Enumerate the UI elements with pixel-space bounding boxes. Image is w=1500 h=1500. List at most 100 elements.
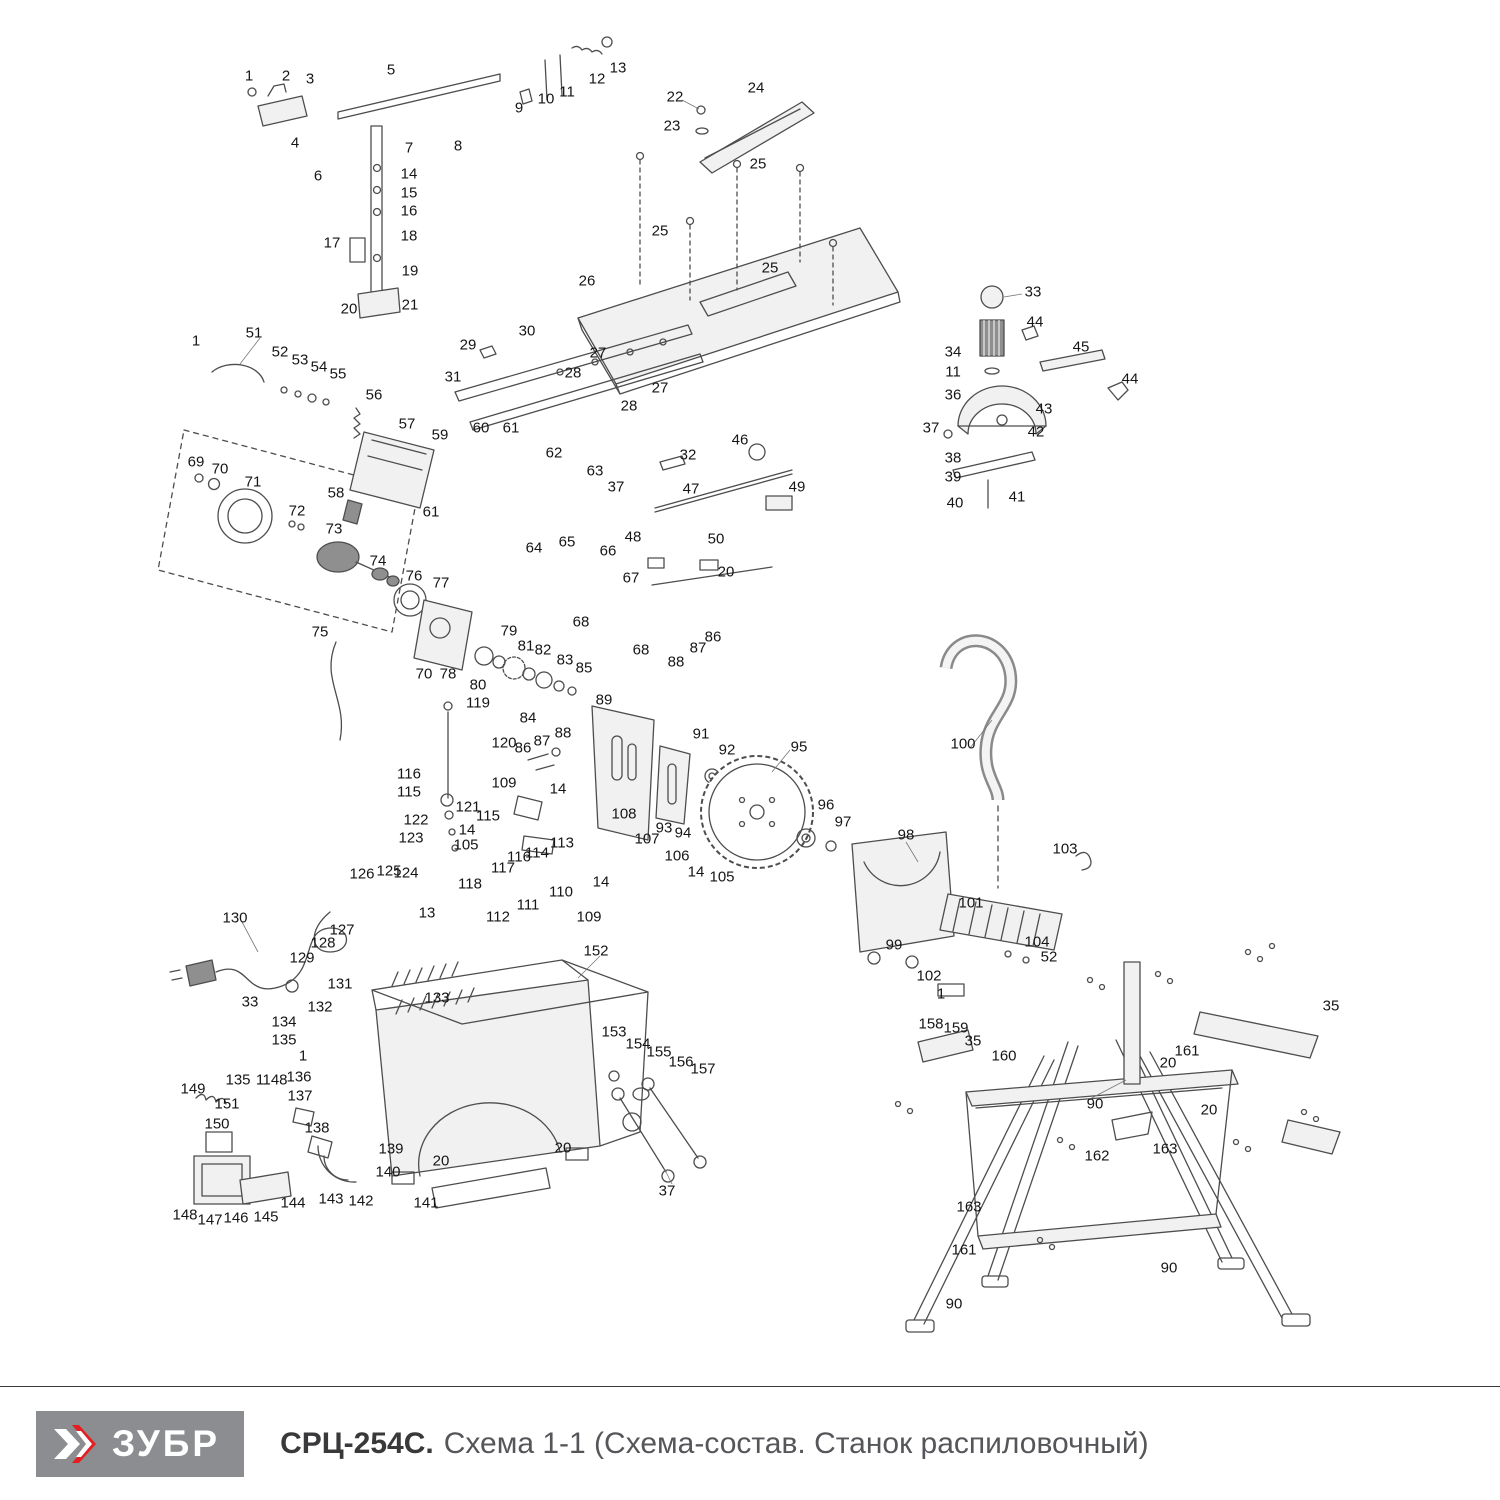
part-number-label: 13 [418, 904, 436, 922]
part-number-label: 63 [586, 462, 604, 480]
part-number-label: 157 [690, 1060, 716, 1078]
part-number-label: 45 [1072, 338, 1090, 356]
part-number-label: 142 [348, 1192, 374, 1210]
part-number-label: 10 [537, 90, 555, 108]
part-number-label: 80 [469, 676, 487, 694]
part-number-label: 40 [946, 494, 964, 512]
part-number-label: 84 [519, 709, 537, 727]
part-number-label: 160 [991, 1047, 1017, 1065]
part-number-label: 27 [589, 344, 607, 362]
part-number-label: 141 [413, 1194, 439, 1212]
part-number-label: 55 [329, 365, 347, 383]
part-number-label: 79 [500, 622, 518, 640]
dust-hose-drawing [939, 634, 1018, 889]
part-number-label: 88 [554, 724, 572, 742]
part-number-label: 87 [533, 732, 551, 750]
part-number-label: 3 [305, 70, 315, 88]
part-number-label: 150 [204, 1115, 230, 1133]
part-number-label: 13 [609, 59, 627, 77]
part-number-label: 75 [311, 623, 329, 641]
brand-name: ЗУБР [112, 1422, 221, 1464]
part-number-label: 106 [664, 847, 690, 865]
part-number-label: 64 [525, 539, 543, 557]
part-number-label: 148 [262, 1071, 288, 1089]
part-number-label: 135 [271, 1031, 297, 1049]
part-number-label: 27 [651, 379, 669, 397]
part-number-label: 109 [576, 908, 602, 926]
part-number-label: 39 [944, 468, 962, 486]
part-number-label: 28 [620, 397, 638, 415]
part-number-label: 37 [607, 478, 625, 496]
part-number-label: 4 [290, 134, 300, 152]
part-number-label: 85 [575, 659, 593, 677]
part-number-label: 60 [472, 419, 490, 437]
part-number-label: 131 [327, 975, 353, 993]
part-number-label: 24 [747, 79, 765, 97]
part-number-label: 57 [398, 415, 416, 433]
part-number-label: 77 [432, 574, 450, 592]
part-number-label: 18 [400, 227, 418, 245]
part-number-label: 86 [514, 739, 532, 757]
part-number-label: 121 [455, 798, 481, 816]
part-number-label: 14 [400, 165, 418, 183]
part-number-label: 1 [191, 332, 201, 350]
mitre-gauge-drawing [943, 285, 1129, 509]
part-number-label: 146 [223, 1209, 249, 1227]
part-number-label: 127 [329, 921, 355, 939]
part-number-label: 117 [491, 859, 515, 877]
caption-subtitle: Схема 1-1 (Схема-состав. Станок распилов… [443, 1426, 1149, 1460]
part-number-label: 11 [559, 83, 575, 101]
part-number-label: 140 [375, 1163, 401, 1181]
part-number-label: 154 [625, 1035, 651, 1053]
part-number-label: 41 [1008, 488, 1026, 506]
part-number-label: 134 [271, 1013, 297, 1031]
part-number-label: 69 [187, 453, 205, 471]
part-number-label: 20 [432, 1152, 450, 1170]
part-number-label: 61 [422, 503, 440, 521]
part-number-label: 68 [572, 613, 590, 631]
part-number-label: 65 [558, 533, 576, 551]
part-number-label: 12 [588, 70, 606, 88]
part-number-label: 30 [518, 322, 536, 340]
part-number-label: 67 [622, 569, 640, 587]
part-number-label: 73 [325, 520, 343, 538]
zubr-logo: ЗУБР [36, 1410, 245, 1477]
part-number-label: 33 [1024, 283, 1042, 301]
part-number-label: 123 [398, 829, 424, 847]
part-number-label: 1 [298, 1047, 308, 1065]
part-number-label: 90 [1086, 1095, 1104, 1113]
part-number-label: 76 [405, 567, 423, 585]
part-number-label: 9 [514, 99, 524, 117]
part-number-label: 66 [599, 542, 617, 560]
part-number-label: 156 [668, 1053, 694, 1071]
part-number-label: 14 [549, 780, 567, 798]
part-number-label: 137 [287, 1087, 313, 1105]
part-number-label: 91 [692, 725, 710, 743]
power-cord-drawing [169, 911, 347, 993]
part-number-label: 152 [583, 942, 609, 960]
part-number-label: 163 [1152, 1140, 1178, 1158]
part-number-label: 116 [397, 765, 421, 783]
part-number-label: 82 [534, 641, 552, 659]
part-number-label: 16 [400, 202, 418, 220]
part-number-label: 149 [180, 1080, 206, 1098]
part-number-label: 161 [1174, 1042, 1200, 1060]
part-number-label: 112 [486, 908, 510, 926]
part-number-label: 46 [731, 431, 749, 449]
part-number-label: 94 [674, 824, 692, 842]
part-number-label: 151 [214, 1095, 240, 1113]
part-number-label: 87 [689, 639, 707, 657]
part-number-label: 72 [288, 502, 306, 520]
part-number-label: 58 [327, 484, 345, 502]
part-number-label: 126 [349, 865, 375, 883]
part-number-label: 147 [197, 1211, 223, 1229]
model-number: СРЦ-254С. [280, 1426, 434, 1460]
part-number-label: 74 [369, 552, 387, 570]
part-number-label: 52 [271, 343, 289, 361]
part-number-label: 38 [944, 449, 962, 467]
part-number-label: 105 [453, 836, 479, 854]
rip-fence-drawing [247, 36, 613, 319]
part-number-label: 34 [944, 343, 962, 361]
